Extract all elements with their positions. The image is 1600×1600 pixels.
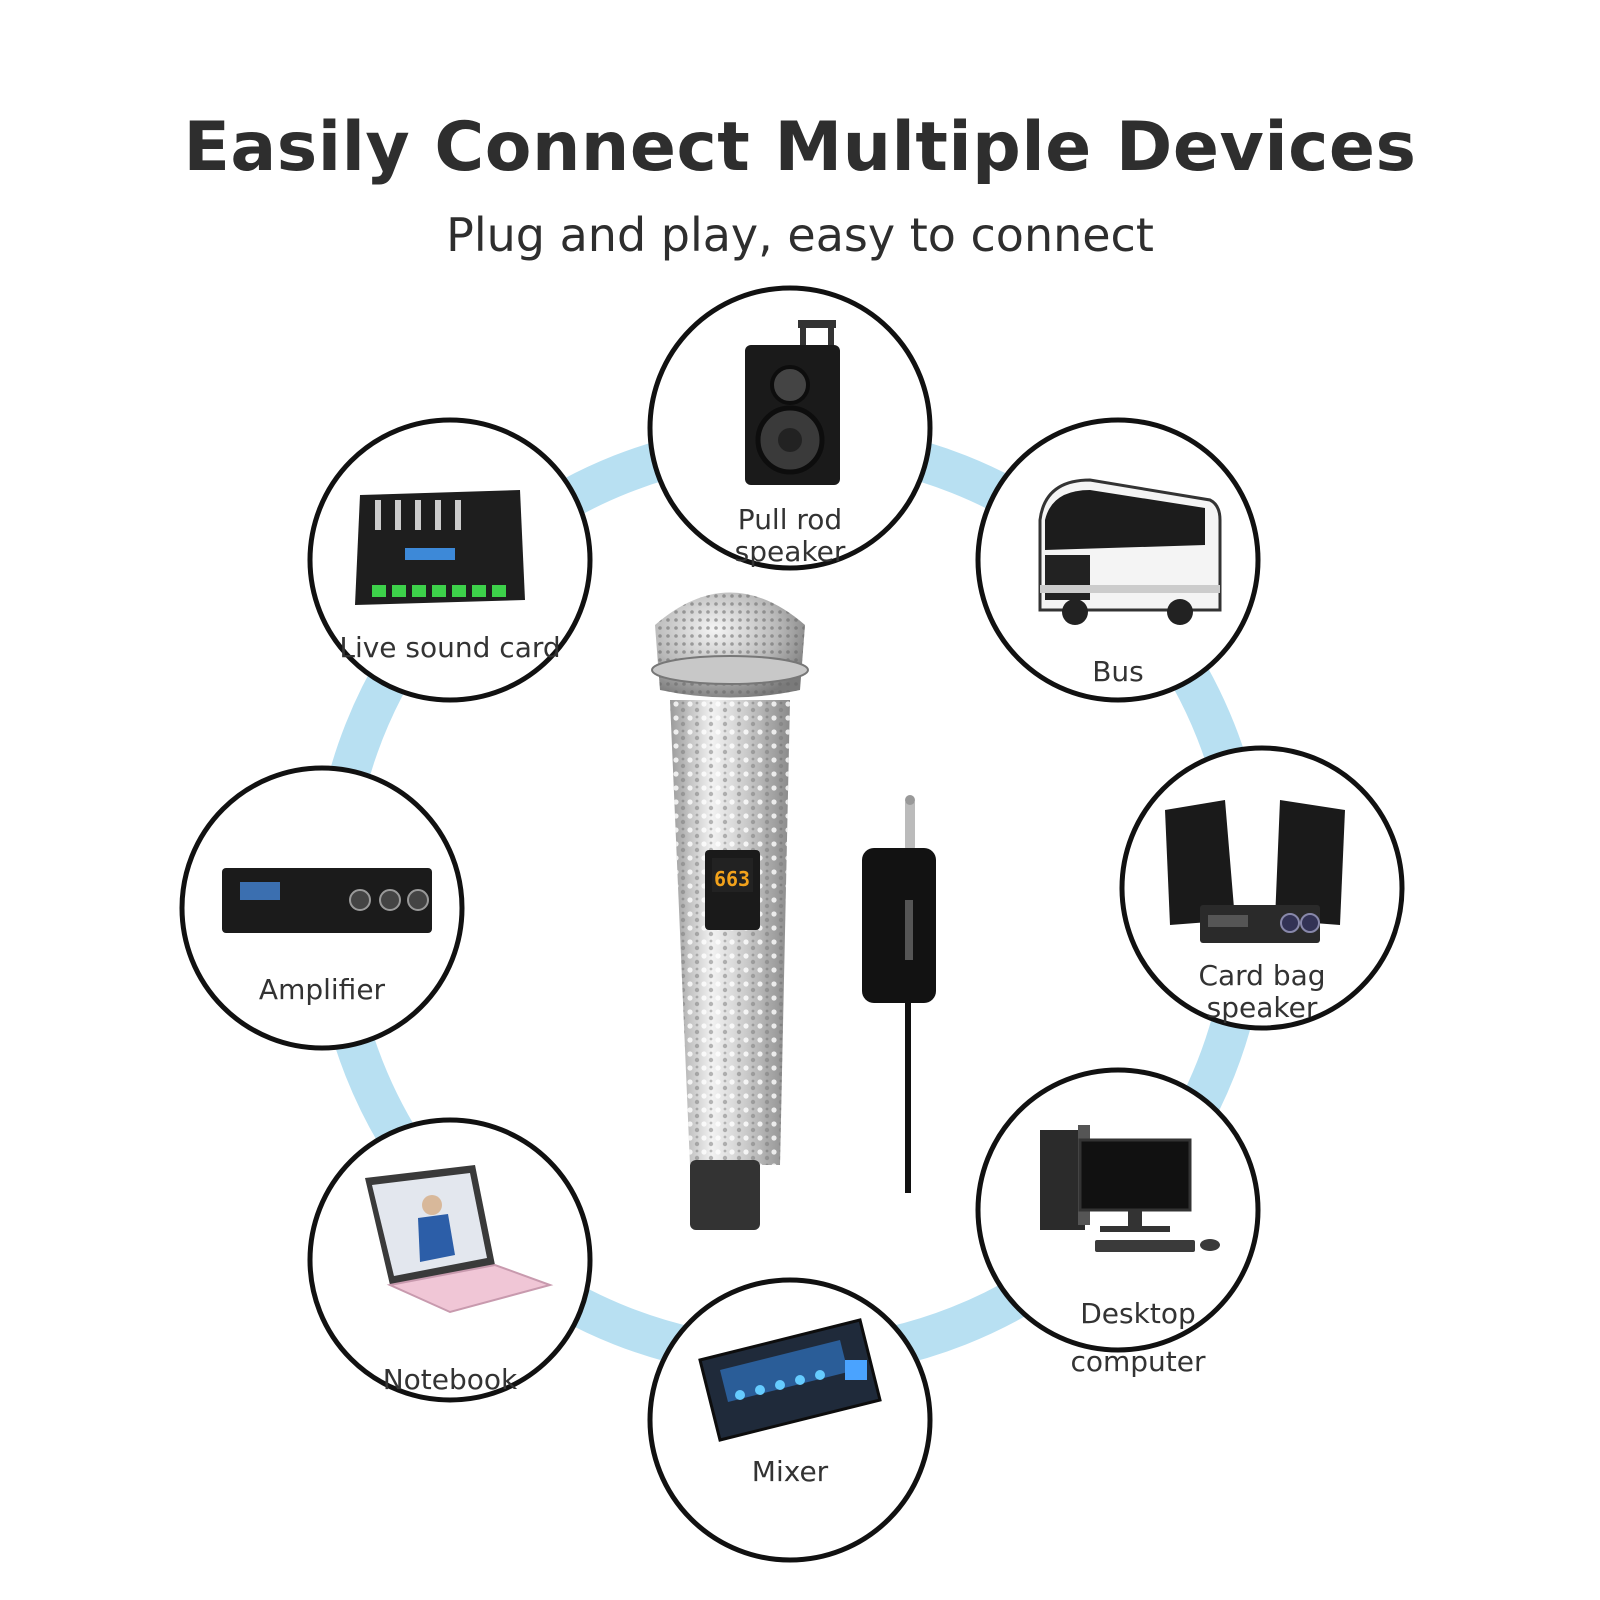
device-bus [975, 417, 1261, 703]
live-sound-card-icon [355, 490, 525, 605]
rhinestone-microphone-icon: 663 [651, 592, 809, 1230]
device-live-sound-card [307, 417, 593, 703]
device-label-live-sound-card: Live sound card [339, 631, 561, 664]
device-mixer [647, 1277, 933, 1563]
bus-icon [1038, 478, 1222, 625]
device-notebook [307, 1117, 593, 1403]
card-bag-speaker-icon [1165, 800, 1345, 943]
amplifier-icon [222, 868, 432, 933]
wireless-receiver-icon [862, 795, 936, 1193]
device-card-bag-speaker [1119, 745, 1405, 1031]
device-pull-rod-speaker [647, 285, 933, 571]
mixer-icon [698, 1318, 882, 1442]
notebook-icon [365, 1165, 554, 1314]
desktop-computer-icon [1040, 1125, 1220, 1252]
device-amplifier [179, 765, 465, 1051]
device-label-mixer: Mixer [751, 1455, 829, 1488]
device-label-amplifier: Amplifier [258, 973, 386, 1006]
device-label-pull-rod-speaker: Pull rod speaker [734, 503, 846, 568]
device-label-desktop-computer: Desktop computer [1070, 1297, 1206, 1378]
pull-rod-speaker-icon [745, 320, 840, 485]
device-desktop-computer [975, 1067, 1261, 1353]
page-subtitle: Plug and play, easy to connect [446, 208, 1154, 262]
device-label-notebook: Notebook [382, 1363, 518, 1396]
device-label-card-bag-speaker: Card bag speaker [1198, 959, 1326, 1024]
mic-screen-text: 663 [714, 867, 750, 891]
device-label-bus: Bus [1092, 655, 1144, 688]
page-title: Easily Connect Multiple Devices [183, 108, 1417, 187]
